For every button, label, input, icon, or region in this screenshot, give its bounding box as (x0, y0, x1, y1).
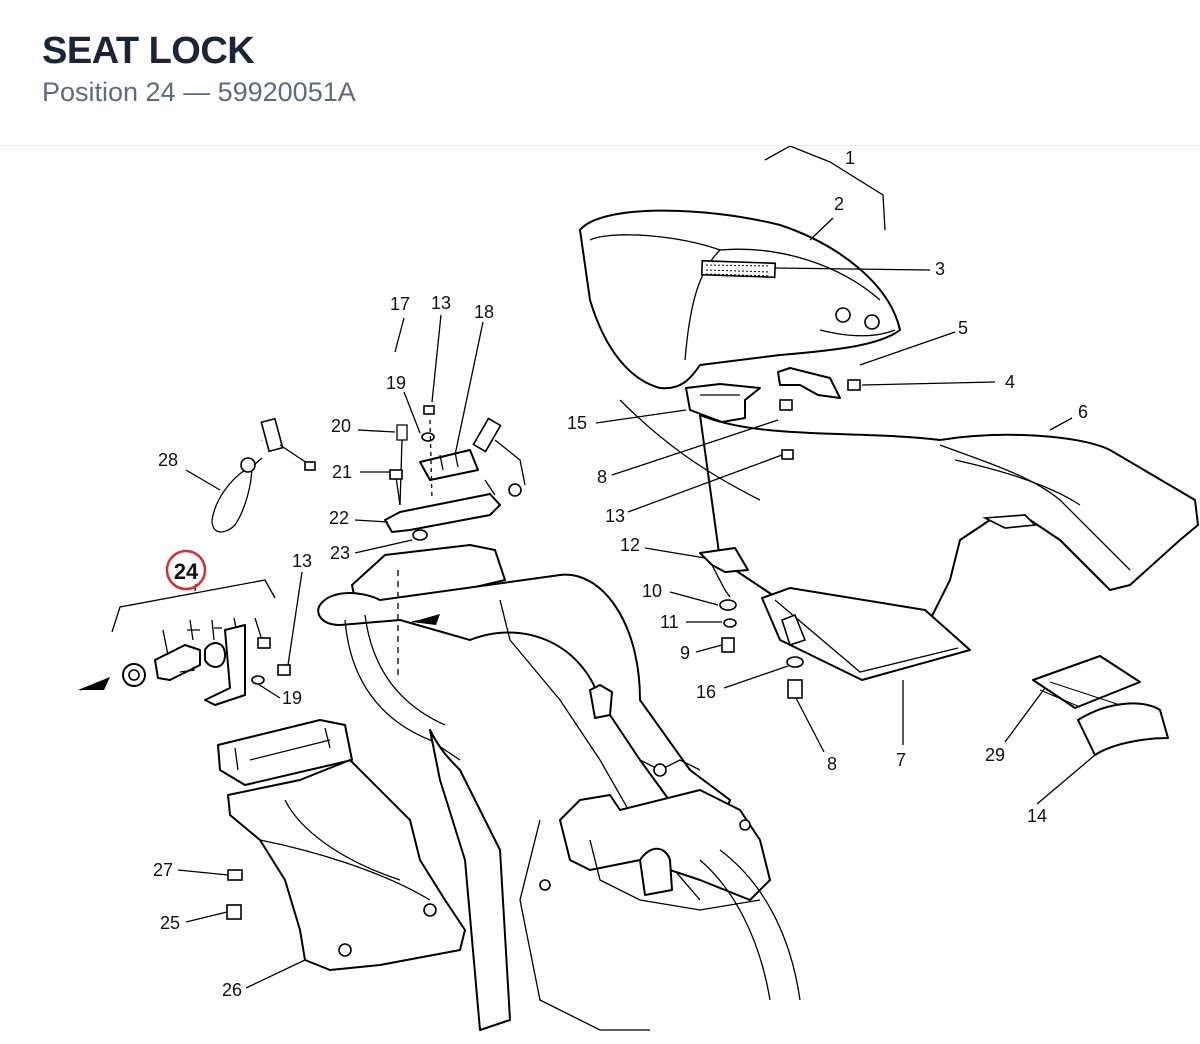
part-label-16[interactable]: 16 (696, 682, 716, 702)
leader-lines (177, 146, 1096, 989)
page-title: SEAT LOCK (42, 30, 255, 72)
part-label-8b[interactable]: 8 (827, 754, 837, 774)
part-label-8a[interactable]: 8 (597, 467, 607, 487)
part-label-17[interactable]: 17 (390, 294, 410, 314)
part-label-29[interactable]: 29 (985, 745, 1005, 765)
part-label-3[interactable]: 3 (935, 259, 945, 279)
part-label-19b[interactable]: 19 (282, 688, 302, 708)
latch-plate-drawing (384, 405, 501, 541)
part-label-19a[interactable]: 19 (386, 373, 406, 393)
part-label-9[interactable]: 9 (680, 643, 690, 663)
part-label-21[interactable]: 21 (332, 462, 352, 482)
part-labels: 24 1 2 3 5 4 6 15 8 13 12 10 11 9 16 8 7… (153, 148, 1088, 1000)
part-label-12[interactable]: 12 (620, 535, 640, 555)
part-label-13c[interactable]: 13 (292, 551, 312, 571)
part-label-22[interactable]: 22 (329, 508, 349, 528)
cable-assembly-drawing (259, 352, 526, 497)
part-label-20[interactable]: 20 (331, 416, 351, 436)
part-label-13a[interactable]: 13 (605, 506, 625, 526)
part-label-28[interactable]: 28 (158, 450, 178, 470)
part-label-5[interactable]: 5 (958, 318, 968, 338)
rear-subframe-drawing (317, 544, 801, 1031)
part-label-27[interactable]: 27 (153, 860, 173, 880)
part-label-1[interactable]: 1 (845, 148, 855, 168)
part-label-11[interactable]: 11 (660, 612, 679, 632)
under-tray-drawing (761, 587, 971, 681)
part-label-4[interactable]: 4 (1005, 372, 1015, 392)
part-label-24[interactable]: 24 (174, 559, 199, 584)
page-header: SEAT LOCK Position 24 — 59920051A (0, 0, 1200, 146)
part-label-23[interactable]: 23 (330, 543, 350, 563)
part-label-13b[interactable]: 13 (431, 293, 451, 313)
part-label-2[interactable]: 2 (834, 194, 844, 214)
lock-assembly-drawing (78, 579, 291, 706)
page-subtitle: Position 24 — 59920051A (42, 77, 356, 107)
safety-cable-drawing (211, 457, 263, 533)
exploded-parts-diagram: 24 1 2 3 5 4 6 15 8 13 12 10 11 9 16 8 7… (78, 146, 1199, 1031)
part-label-10[interactable]: 10 (642, 581, 662, 601)
part-label-18[interactable]: 18 (474, 302, 494, 322)
bracket-parts-drawing (226, 367, 1169, 920)
part-label-26[interactable]: 26 (222, 980, 242, 1000)
part-label-15[interactable]: 15 (567, 413, 587, 433)
part-label-7[interactable]: 7 (896, 750, 906, 770)
lower-tray-drawing (217, 719, 466, 971)
seat-drawing (579, 209, 901, 390)
part-label-14[interactable]: 14 (1027, 806, 1047, 826)
part-label-6[interactable]: 6 (1078, 402, 1088, 422)
rear-body-drawing (619, 399, 1199, 651)
part-label-25[interactable]: 25 (160, 913, 180, 933)
highlight-ring-24 (165, 549, 207, 591)
